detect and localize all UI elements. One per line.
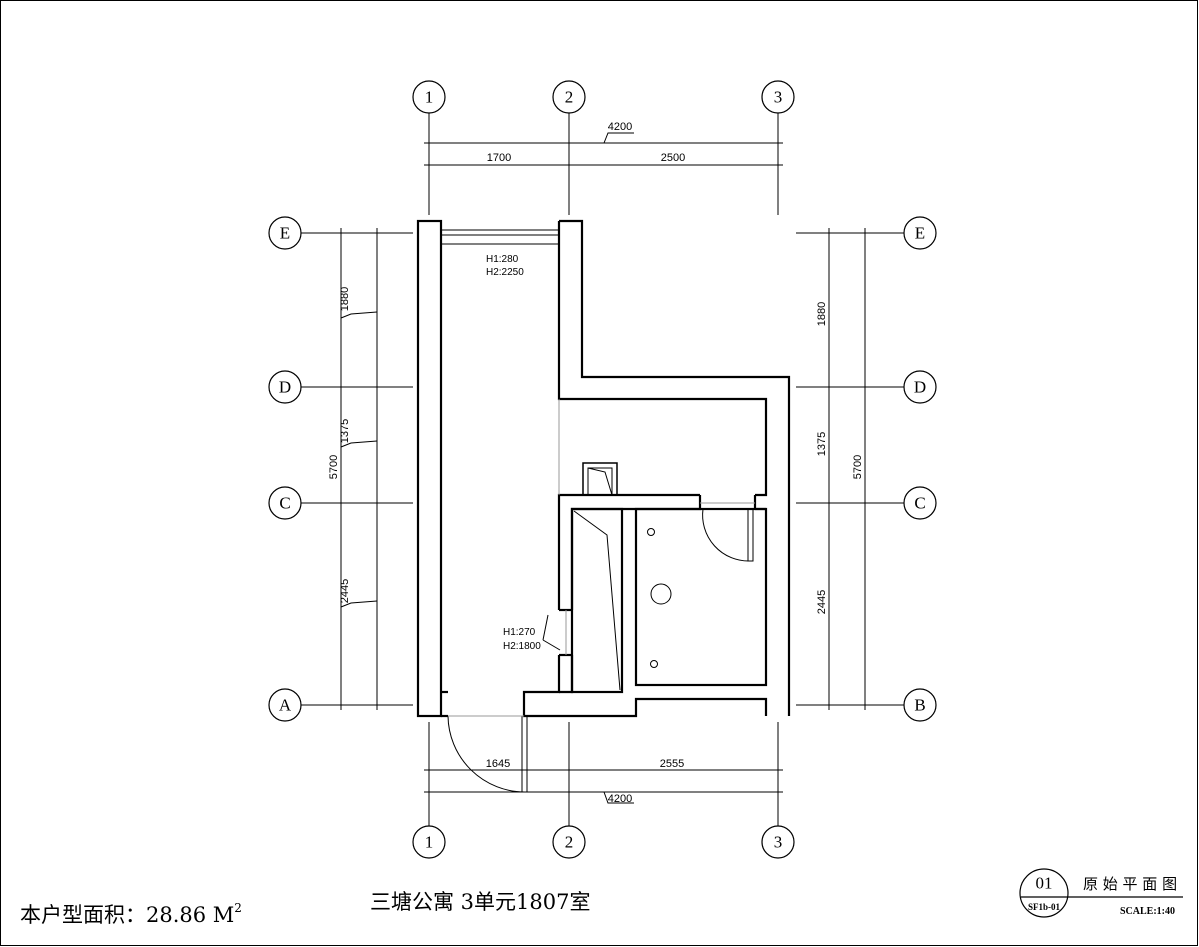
dimension-labels: 4200 1700 2500 1645 2555 4200 5700 1880 … <box>328 121 864 805</box>
svg-text:H1:270: H1:270 <box>503 627 536 638</box>
window-notes: H1:280 H2:2250 H1:270 H2:1800 <box>486 254 541 652</box>
svg-text:原 始 平 面 图: 原 始 平 面 图 <box>1083 875 1177 893</box>
svg-text:C: C <box>914 494 925 513</box>
svg-text:4200: 4200 <box>608 121 632 133</box>
svg-text:5700: 5700 <box>328 455 340 479</box>
svg-text:2555: 2555 <box>660 758 684 770</box>
svg-text:2445: 2445 <box>339 579 351 603</box>
svg-text:D: D <box>914 378 926 397</box>
svg-text:H2:2250: H2:2250 <box>486 267 524 278</box>
area-label: 本户型面积：28.86 M2 <box>20 901 242 927</box>
svg-text:3: 3 <box>774 833 783 852</box>
svg-text:1645: 1645 <box>486 758 510 770</box>
unit-title: 三塘公寓 3单元1807室 <box>370 890 590 914</box>
svg-text:3: 3 <box>774 88 783 107</box>
svg-text:2: 2 <box>565 88 574 107</box>
svg-text:H1:280: H1:280 <box>486 254 519 265</box>
svg-text:2445: 2445 <box>816 590 828 614</box>
grid-lines <box>301 113 904 826</box>
svg-text:1880: 1880 <box>339 287 351 311</box>
svg-text:2500: 2500 <box>661 152 685 164</box>
svg-text:C: C <box>279 494 290 513</box>
svg-text:2: 2 <box>565 833 574 852</box>
thin-lines <box>448 399 755 717</box>
svg-text:5700: 5700 <box>852 455 864 479</box>
title-block: 01 SF1b-01 原 始 平 面 图 SCALE:1:40 <box>1019 868 1183 918</box>
svg-text:E: E <box>915 224 925 243</box>
svg-text:4200: 4200 <box>608 793 632 805</box>
svg-text:H2:1800: H2:1800 <box>503 641 541 652</box>
svg-text:1375: 1375 <box>816 432 828 456</box>
svg-text:E: E <box>280 224 290 243</box>
axis-bubbles: 1 2 3 1 2 3 E D C A E D C B <box>268 80 937 859</box>
svg-text:1375: 1375 <box>339 419 351 443</box>
svg-text:01: 01 <box>1036 874 1053 893</box>
walls <box>416 219 791 718</box>
svg-text:1700: 1700 <box>487 152 511 164</box>
svg-text:SCALE:1:40: SCALE:1:40 <box>1120 906 1175 917</box>
svg-text:B: B <box>914 696 925 715</box>
svg-text:1880: 1880 <box>816 302 828 326</box>
svg-text:1: 1 <box>425 833 434 852</box>
svg-text:D: D <box>279 378 291 397</box>
fixtures <box>441 229 754 793</box>
svg-text:A: A <box>279 696 292 715</box>
svg-text:1: 1 <box>425 88 434 107</box>
svg-text:SF1b-01: SF1b-01 <box>1028 902 1061 912</box>
